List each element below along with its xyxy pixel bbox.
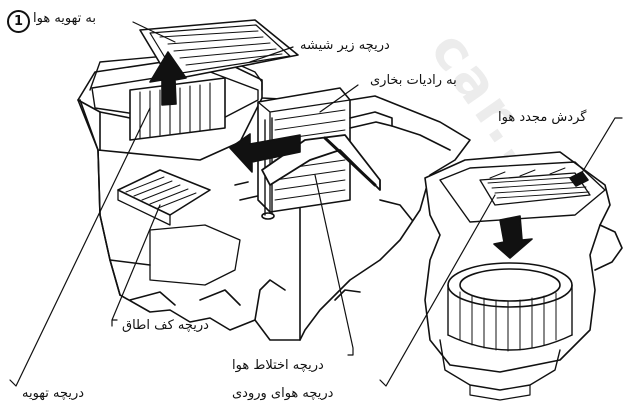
label-floor-door: دریچه کف اطاق	[122, 318, 209, 333]
blower-unit	[424, 151, 623, 401]
label-air-mix-door: دریچه اختلاط هوا	[232, 358, 324, 373]
air-mix-door	[261, 134, 381, 191]
connecting-duct	[299, 95, 471, 341]
figure-number-badge: 1	[7, 10, 30, 33]
airflow-left-arrow	[229, 133, 301, 173]
airflow-down-arrow	[493, 215, 533, 259]
label-recirculation: گردش مجدد هوا	[498, 110, 587, 125]
airflow-up-arrow	[149, 51, 187, 106]
leader-lines	[9, 21, 623, 387]
label-to-vent: به تهویه هوا	[33, 11, 96, 26]
floor-door	[117, 169, 211, 226]
label-vent-door: دریچه تهویه	[22, 386, 85, 401]
label-intake-door: دریچه هوای ورودی	[232, 386, 334, 401]
label-to-heater-core: به رادیات بخاری	[370, 73, 457, 88]
heater-housing	[77, 51, 301, 341]
defrost-door	[139, 19, 299, 81]
label-defrost-door: دریچه زیر شیشه	[300, 38, 390, 53]
